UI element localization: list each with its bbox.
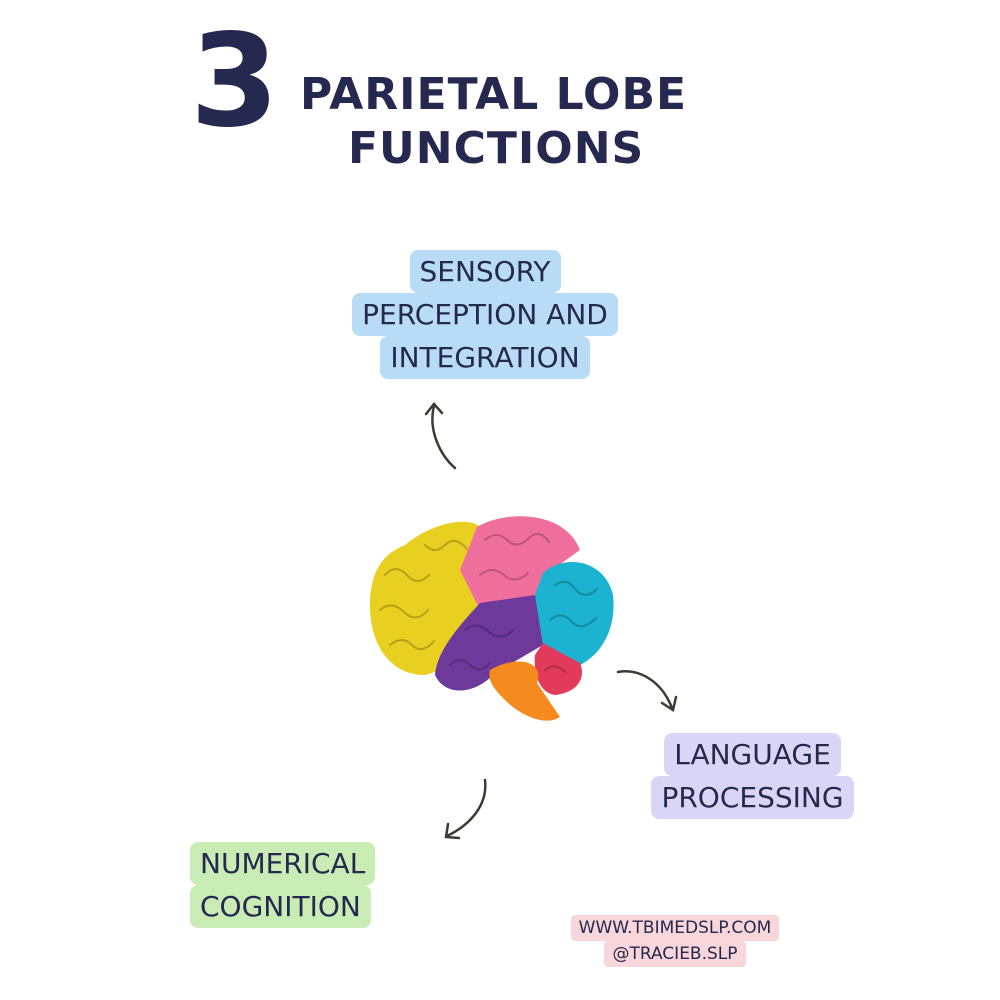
language-processing-label: LANGUAGE PROCESSING	[645, 733, 860, 819]
sensory-line-2: PERCEPTION AND	[352, 293, 618, 336]
section-number: 3	[190, 7, 280, 156]
language-line-1: LANGUAGE	[664, 733, 841, 776]
sensory-line-1: SENSORY	[409, 250, 561, 293]
numerical-line-1: NUMERICAL	[190, 842, 376, 885]
arrow-right-icon	[616, 670, 678, 713]
arrow-up-icon	[424, 402, 457, 470]
numerical-cognition-label: NUMERICAL COGNITION	[190, 842, 395, 928]
language-line-2: PROCESSING	[651, 776, 854, 819]
page-title: PARIETAL LOBE FUNCTIONS	[300, 68, 687, 176]
website-text: WWW.TBIMEDSLP.COM	[570, 915, 780, 941]
sensory-perception-label: SENSORY PERCEPTION AND INTEGRATION	[330, 250, 640, 379]
handle-text: @TRACIEB.SLP	[604, 941, 746, 967]
brain-illustration	[370, 516, 614, 721]
footer-credits: WWW.TBIMEDSLP.COM @TRACIEB.SLP	[555, 915, 795, 967]
sensory-line-3: INTEGRATION	[380, 336, 590, 379]
title-line-1: PARIETAL LOBE	[300, 69, 688, 120]
title-line-2: FUNCTIONS	[348, 123, 645, 174]
arrow-down-left-icon	[444, 778, 487, 840]
numerical-line-2: COGNITION	[190, 885, 371, 928]
